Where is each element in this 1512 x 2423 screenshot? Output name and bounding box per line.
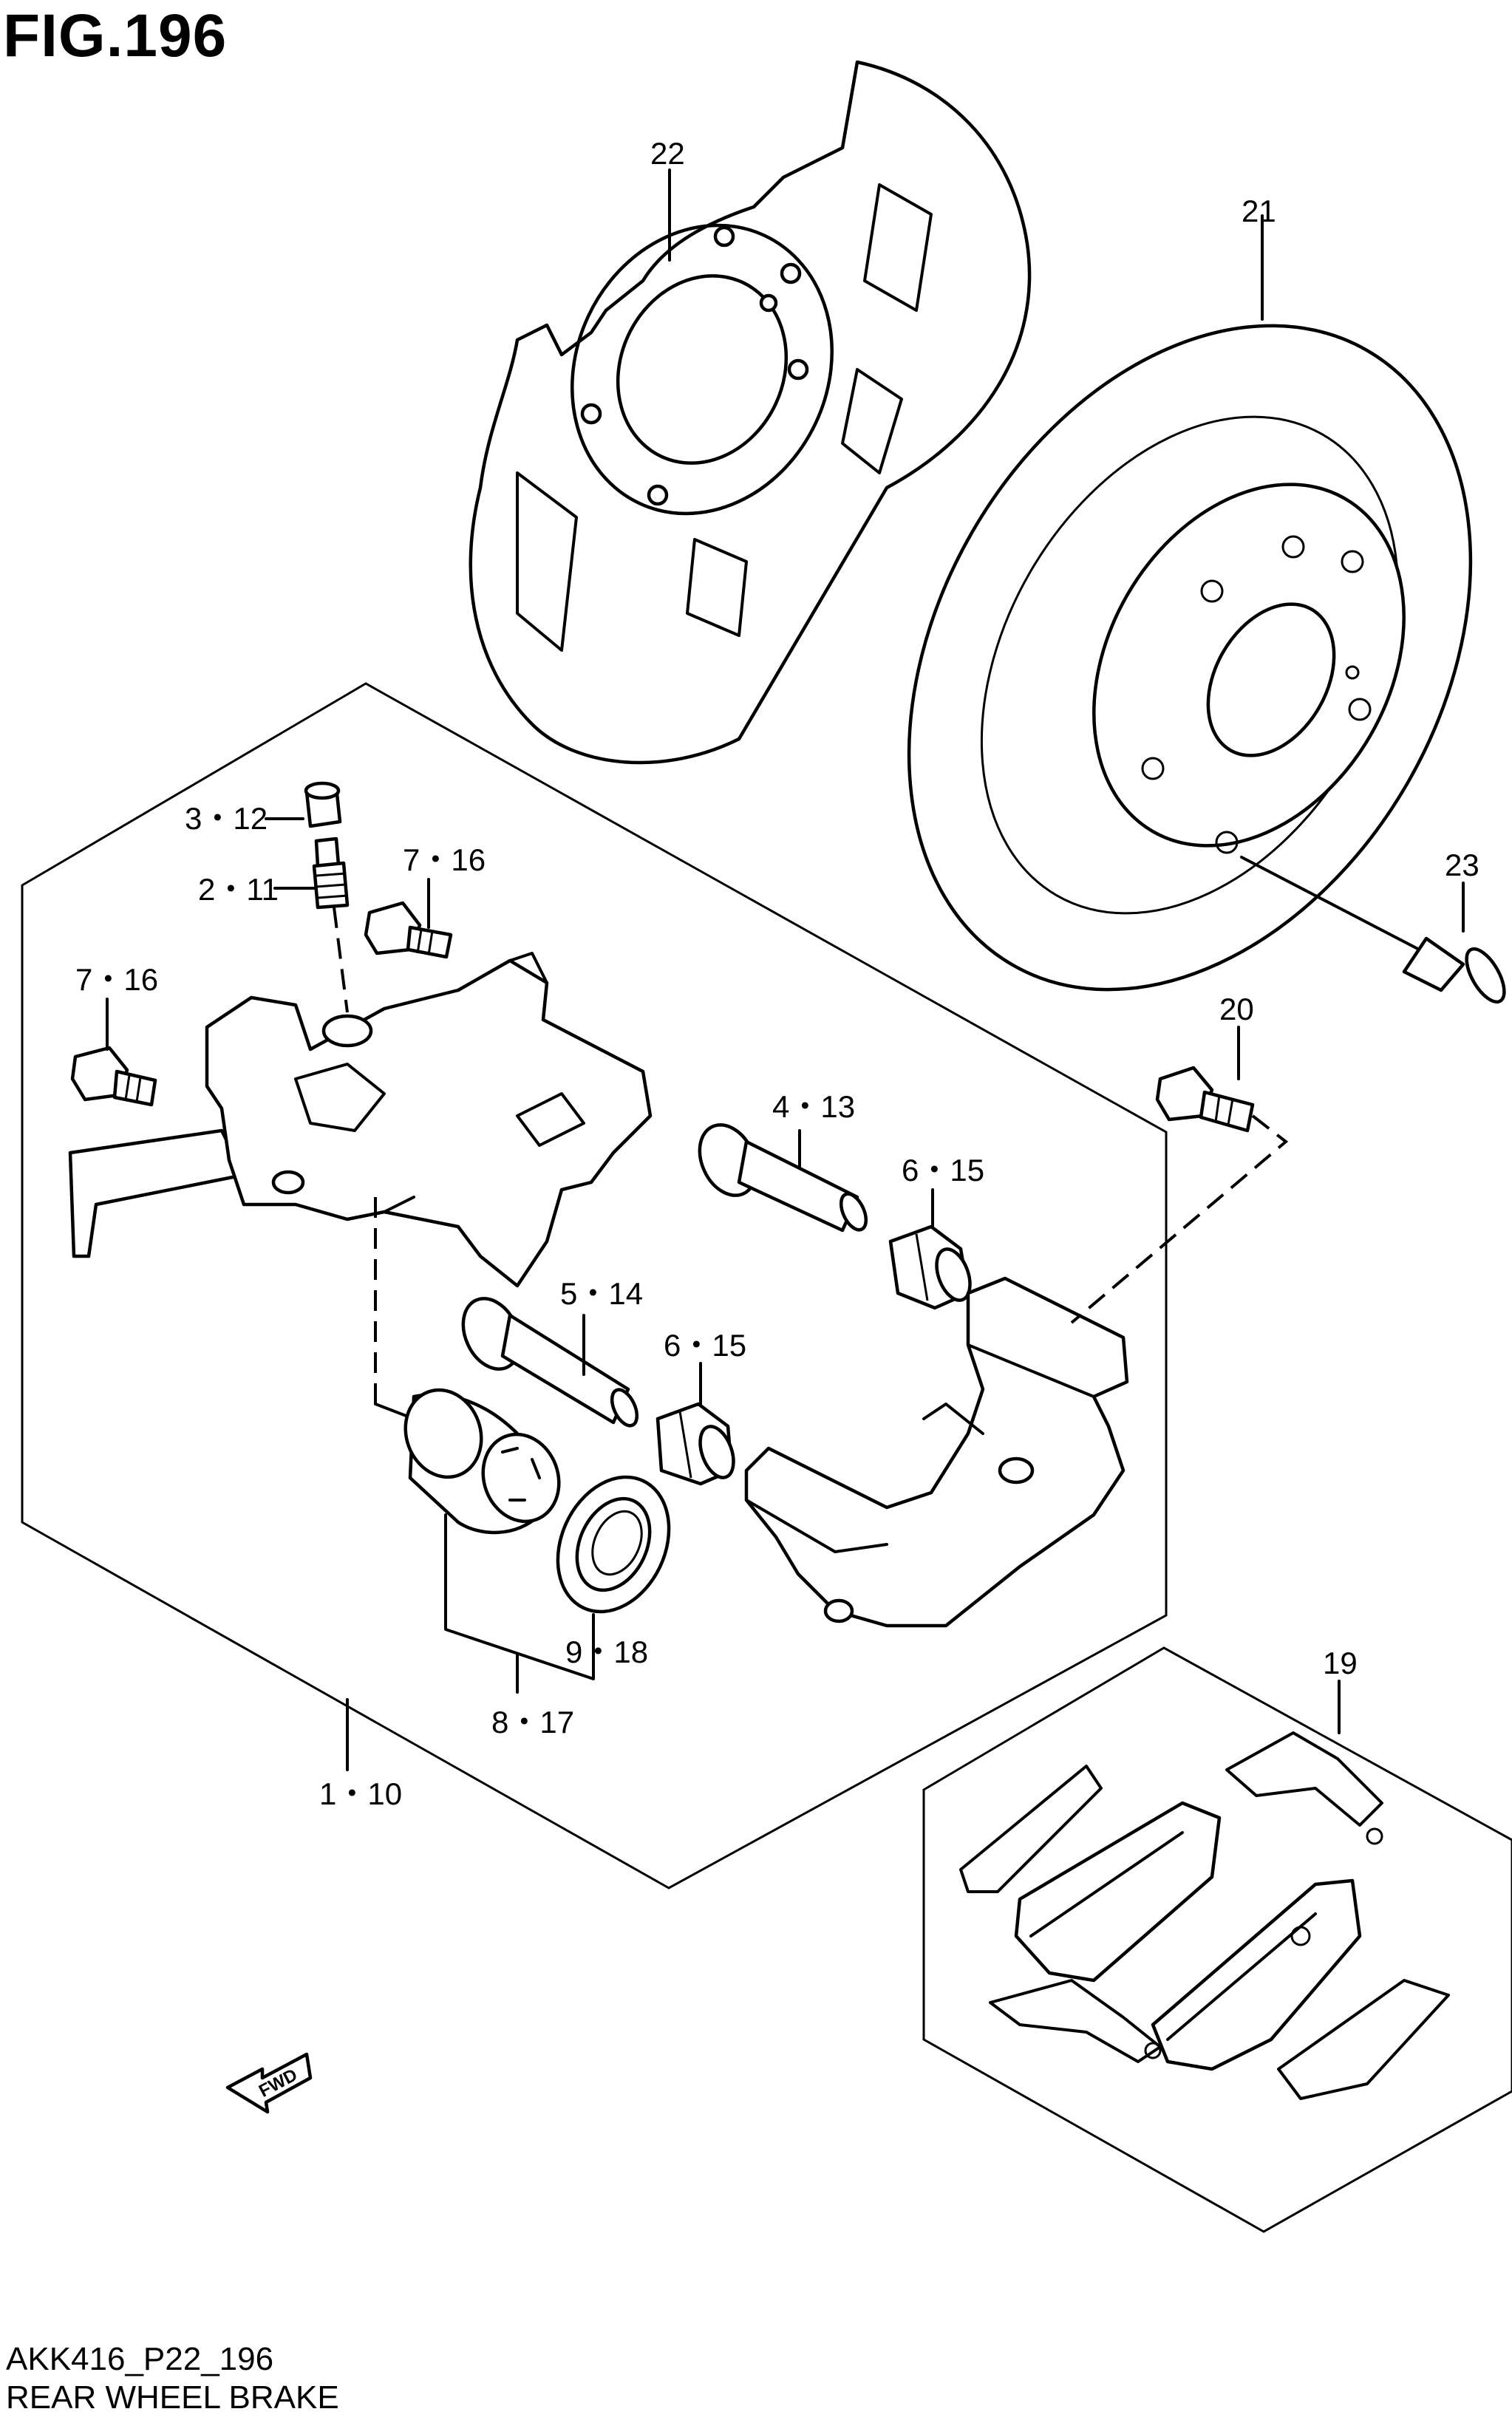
- forward-direction-arrow: FWD: [225, 2052, 313, 2114]
- pad-kit-box: [922, 1646, 1512, 2233]
- pad-shim-clips: [959, 1731, 1450, 2100]
- caliper-body: [68, 952, 653, 1288]
- guide-pin-part-4: [698, 1123, 868, 1233]
- guide-pin-part-5: [461, 1297, 639, 1428]
- callout-21: 21: [1242, 194, 1276, 228]
- bracket-bolt-part-20: [1155, 1066, 1255, 1133]
- brake-disc-part-21: [907, 324, 1473, 992]
- callout-20: 20: [1219, 992, 1254, 1026]
- caliper-bolt-part-7-upper: [364, 901, 453, 959]
- bleeder-axis-line: [333, 907, 349, 1013]
- caliper-assembly-box: [21, 682, 1168, 1889]
- bracket-bolt-axis-line: [1070, 1114, 1289, 1324]
- figure-title: FIG.196: [3, 2, 228, 69]
- disc-screw-part-23: [1240, 856, 1506, 1004]
- brake-pad-outer: [1151, 1878, 1362, 2071]
- callout-6-15-lower: 6・15: [664, 1328, 746, 1363]
- callout-5-14: 5・14: [560, 1276, 643, 1311]
- callout-9-18: 9・18: [565, 1635, 648, 1669]
- pin-boot-part-6-upper: [888, 1224, 972, 1310]
- callout-7-16-upper: 7・16: [403, 842, 486, 877]
- figure-code: AKK416_P22_196: [6, 2341, 274, 2377]
- caliper-bolt-part-7-left: [70, 1046, 157, 1107]
- callout-19: 19: [1323, 1646, 1358, 1680]
- callout-22: 22: [650, 136, 685, 171]
- figure-name: REAR WHEEL BRAKE: [6, 2379, 339, 2416]
- brake-pad-inner: [1014, 1801, 1222, 1983]
- callout-8-17: 8・17: [491, 1705, 574, 1739]
- bracket-line-8-17: [444, 1513, 595, 1680]
- callout-23: 23: [1445, 848, 1479, 882]
- pin-boot-part-6-lower: [655, 1402, 735, 1486]
- callout-4-13: 4・13: [772, 1089, 855, 1124]
- callout-7-16-left: 7・16: [75, 962, 158, 997]
- piston-part-8: [403, 1388, 561, 1535]
- caliper-bracket: [744, 1276, 1129, 1628]
- callout-6-15-upper: 6・15: [902, 1153, 984, 1187]
- dust-shield-part-22: [469, 60, 1032, 765]
- callout-3-12: 3・12: [185, 801, 268, 836]
- bleeder-cap-part-3: [304, 781, 342, 828]
- piston-seal-part-9: [556, 1475, 671, 1614]
- callout-2-11: 2・11: [198, 872, 279, 907]
- callout-1-10: 1・10: [319, 1776, 402, 1811]
- bleeder-screw-part-2: [312, 836, 350, 910]
